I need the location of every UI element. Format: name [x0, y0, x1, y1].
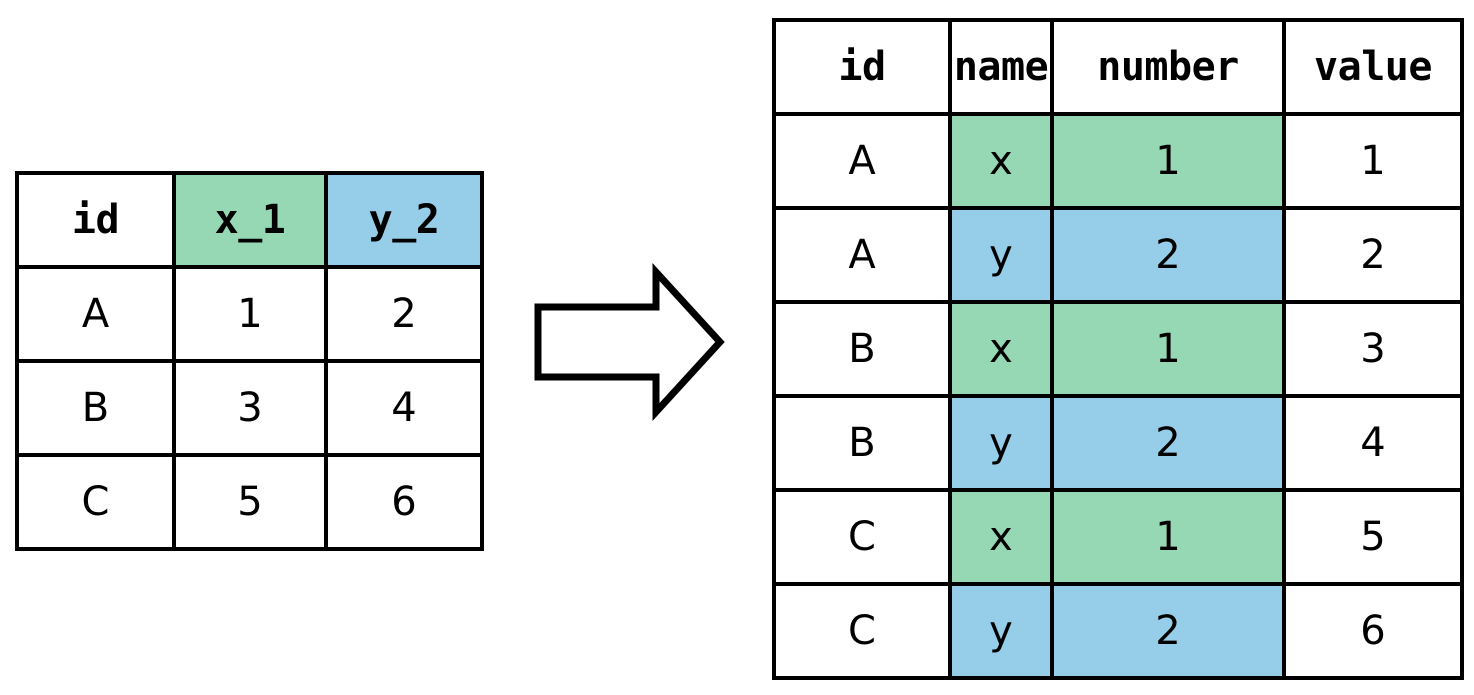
- table-row: A 1 2: [15, 265, 484, 363]
- wide-cell-y-2: 6: [324, 453, 484, 551]
- long-cell-name: x: [948, 488, 1054, 586]
- long-header-value: value: [1282, 18, 1464, 116]
- long-table-body: id name number value A x 1 1 A y 2 2 B x…: [772, 18, 1464, 680]
- long-header-name: name: [948, 18, 1054, 116]
- long-header-number: number: [1050, 18, 1286, 116]
- long-cell-name: y: [948, 206, 1054, 304]
- long-cell-number: 2: [1050, 394, 1286, 492]
- long-cell-id: A: [772, 112, 952, 210]
- wide-cell-x-1: 5: [172, 453, 328, 551]
- long-cell-name: x: [948, 300, 1054, 398]
- long-header-id: id: [772, 18, 952, 116]
- long-cell-number: 2: [1050, 206, 1286, 304]
- right-arrow-icon: [528, 262, 728, 422]
- wide-table-body: id x_1 y_2 A 1 2 B 3 4 C 5 6: [15, 171, 484, 551]
- long-cell-id: C: [772, 488, 952, 586]
- wide-table: id x_1 y_2 A 1 2 B 3 4 C 5 6: [15, 171, 484, 551]
- table-row: A y 2 2: [772, 206, 1464, 304]
- long-cell-number: 1: [1050, 112, 1286, 210]
- wide-cell-x-1: 3: [172, 359, 328, 457]
- long-cell-name: y: [948, 394, 1054, 492]
- long-cell-value: 3: [1282, 300, 1464, 398]
- table-header-row: id x_1 y_2: [15, 171, 484, 269]
- table-row: A x 1 1: [772, 112, 1464, 210]
- table-row: B 3 4: [15, 359, 484, 457]
- table-row: B x 1 3: [772, 300, 1464, 398]
- wide-cell-x-1: 1: [172, 265, 328, 363]
- wide-cell-y-2: 4: [324, 359, 484, 457]
- wide-header-y-2: y_2: [324, 171, 484, 269]
- wide-header-id: id: [15, 171, 176, 269]
- long-cell-number: 1: [1050, 300, 1286, 398]
- long-cell-id: A: [772, 206, 952, 304]
- wide-header-x-1: x_1: [172, 171, 328, 269]
- long-cell-number: 2: [1050, 582, 1286, 680]
- long-cell-value: 5: [1282, 488, 1464, 586]
- wide-cell-id: C: [15, 453, 176, 551]
- long-cell-id: C: [772, 582, 952, 680]
- wide-cell-id: A: [15, 265, 176, 363]
- long-cell-value: 2: [1282, 206, 1464, 304]
- table-row: C 5 6: [15, 453, 484, 551]
- table-row: B y 2 4: [772, 394, 1464, 492]
- long-cell-value: 4: [1282, 394, 1464, 492]
- long-cell-number: 1: [1050, 488, 1286, 586]
- table-row: C y 2 6: [772, 582, 1464, 680]
- long-cell-name: y: [948, 582, 1054, 680]
- long-cell-value: 1: [1282, 112, 1464, 210]
- table-row: C x 1 5: [772, 488, 1464, 586]
- long-table: id name number value A x 1 1 A y 2 2 B x…: [772, 18, 1464, 680]
- long-cell-value: 6: [1282, 582, 1464, 680]
- wide-cell-y-2: 2: [324, 265, 484, 363]
- long-cell-name: x: [948, 112, 1054, 210]
- wide-cell-id: B: [15, 359, 176, 457]
- table-header-row: id name number value: [772, 18, 1464, 116]
- long-cell-id: B: [772, 300, 952, 398]
- long-cell-id: B: [772, 394, 952, 492]
